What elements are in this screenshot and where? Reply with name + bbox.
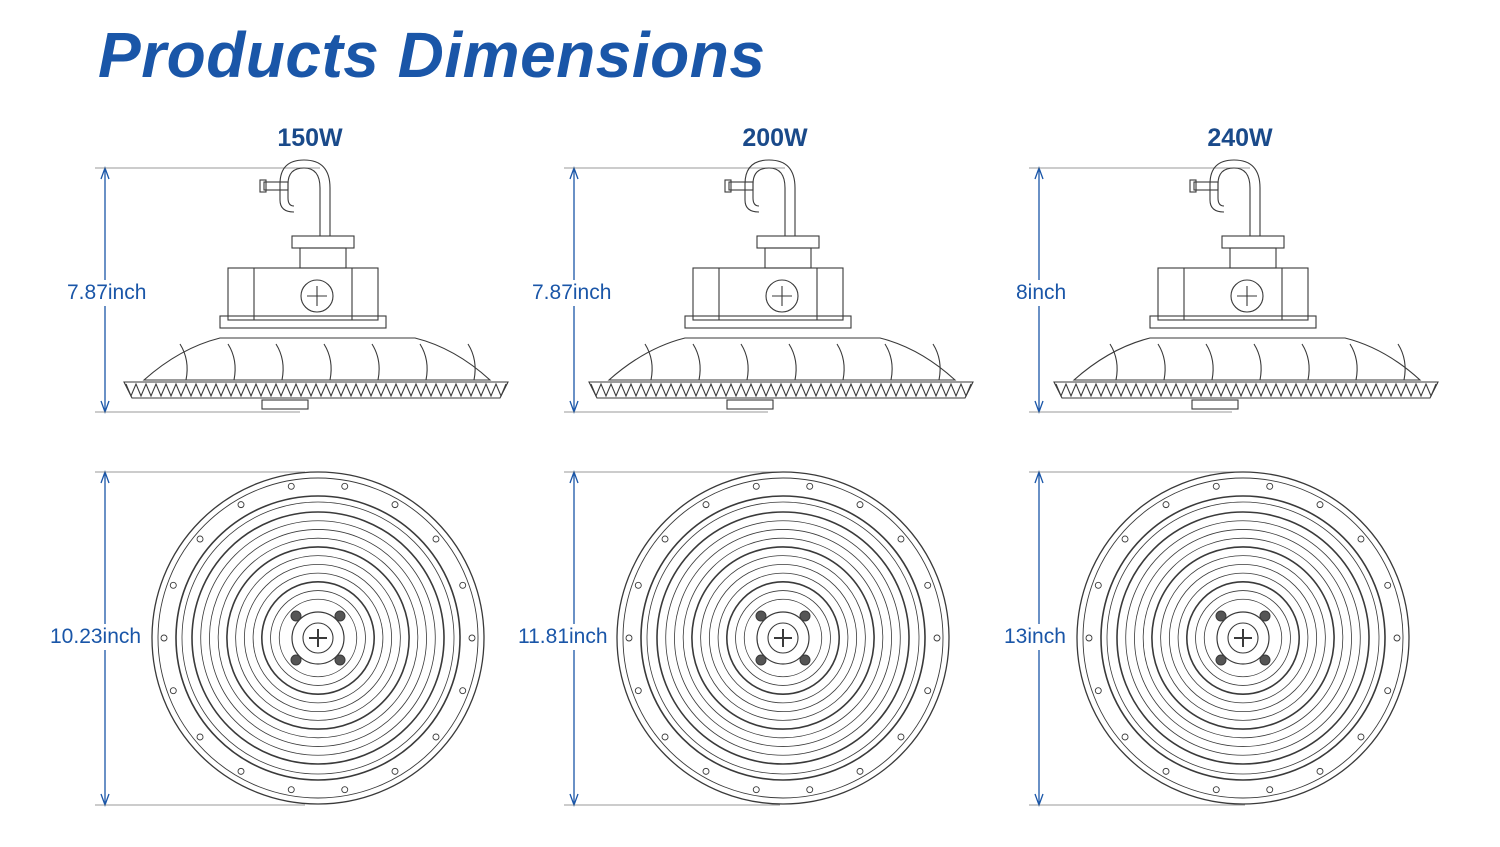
top-view-240w	[1076, 471, 1410, 805]
side-view-240w	[1053, 159, 1439, 410]
wattage-240w-title: 240W	[1207, 124, 1273, 152]
diameter-label-240w: 13inch	[1004, 624, 1066, 650]
height-label-240w: 8inch	[1016, 280, 1067, 306]
height-label-150w: 7.87inch	[67, 280, 147, 306]
wattage-200w-title: 200W	[742, 124, 808, 152]
diameter-label-150w: 10.23inch	[50, 624, 142, 650]
side-view-150w	[123, 159, 509, 410]
top-view-200w	[616, 471, 950, 805]
side-view-200w	[588, 159, 974, 410]
height-label-200w: 7.87inch	[532, 280, 612, 306]
page-title: Products Dimensions	[98, 19, 766, 91]
top-view-150w	[151, 471, 485, 805]
diameter-label-200w: 11.81inch	[518, 624, 608, 650]
wattage-150w-title: 150W	[277, 124, 343, 152]
